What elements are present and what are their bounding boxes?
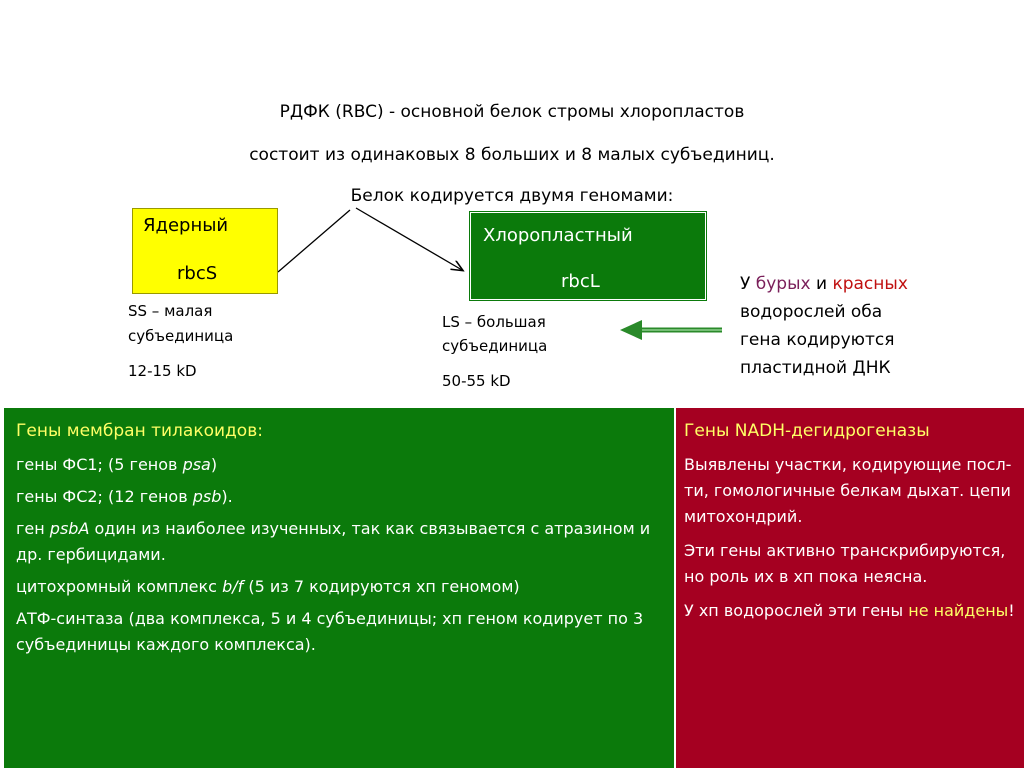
nuclear-box: Ядерный rbcS [132, 208, 278, 294]
atp-synthase: АТФ-синтаза (два комплекса, 5 и 4 субъед… [16, 609, 644, 654]
nuclear-mass: 12-15 kD [128, 362, 197, 380]
arrow-to-chloroplast [355, 207, 462, 270]
chloroplast-subunit-line2: субъединица [442, 337, 548, 355]
ps1-genes: гены ФС1; (5 генов psa) [16, 455, 218, 474]
green-arrow-icon [620, 320, 722, 340]
nadh-header: Гены NADH-дегидрогеназы [684, 421, 930, 441]
algae-note-line1: У бурых и красных [740, 274, 908, 294]
nadh-paragraph-1: Выявлены участки, кодирующие посл-ти, го… [684, 455, 1012, 526]
header-line-1: РДФК (RBC) - основной белок стромы хлоро… [279, 102, 745, 122]
thylakoid-panel: Гены мембран тилакоидов: гены ФС1; (5 ге… [4, 408, 674, 768]
algae-note-line4: пластидной ДНК [740, 358, 891, 378]
algae-note: У бурых и красных водорослей оба гена ко… [740, 270, 908, 382]
nuclear-subunit-line1: SS – малая [128, 302, 213, 320]
thylakoid-header: Гены мембран тилакоидов: [16, 421, 263, 441]
nadh-panel: Гены NADH-дегидрогеназы Выявлены участки… [676, 408, 1024, 768]
nadh-paragraph-3: У хп водорослей эти гены не найдены! [684, 601, 1015, 620]
header-line-3: Белок кодируется двумя геномами: [350, 186, 674, 206]
cytochrome-complex: цитохромный комплекс b/f (5 из 7 кодирую… [16, 577, 520, 596]
chloroplast-title: Хлоропластный [483, 225, 633, 246]
nuclear-title: Ядерный [143, 215, 229, 236]
nuclear-gene: rbcS [177, 263, 218, 284]
arrow-to-nuclear [277, 209, 351, 273]
psba-gene: ген psbA один из наиболее изученных, так… [16, 519, 651, 564]
chloroplast-box: Хлоропластный rbcL [470, 212, 706, 300]
header-line-2: состоит из одинаковых 8 больших и 8 малы… [249, 145, 775, 165]
nuclear-subunit-line2: субъединица [128, 327, 234, 345]
chloroplast-subunit-line1: LS – большая [442, 313, 546, 331]
brown-algae: бурых [755, 274, 811, 294]
red-algae: красных [832, 274, 908, 294]
nadh-paragraph-2: Эти гены активно транскрибируются, но ро… [684, 541, 1006, 586]
algae-note-line2: водорослей оба [740, 302, 883, 322]
chloroplast-mass: 50-55 kD [442, 372, 511, 390]
ps2-genes: гены ФС2; (12 генов psb). [16, 487, 233, 506]
not-found-highlight: не найдены [908, 601, 1009, 620]
chloroplast-gene: rbcL [561, 271, 600, 292]
algae-note-line3: гена кодируются [740, 330, 895, 350]
